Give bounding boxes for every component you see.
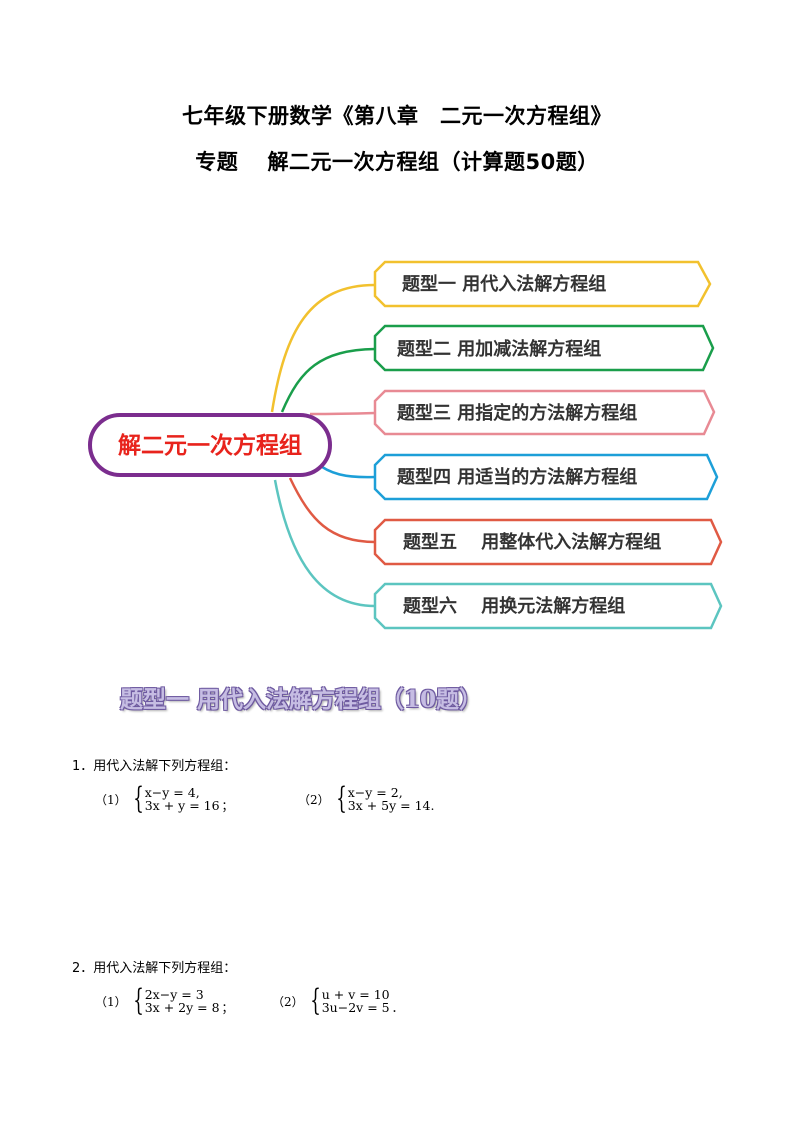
part-label: （2） xyxy=(298,792,330,807)
brace-icon: { xyxy=(335,781,347,816)
equation: 3x + 5y = 14. xyxy=(347,798,435,813)
branch-label-2: 题型二 用加减法解方程组 xyxy=(397,338,601,360)
question-prompt: 用代入法解下列方程组： xyxy=(93,759,237,774)
branch-label-3: 题型三 用指定的方法解方程组 xyxy=(397,402,637,424)
end-punct: ； xyxy=(221,799,234,813)
equation: x−y = 4, xyxy=(144,785,200,800)
mind-map: 题型一 用代入法解方程组 题型二 用加减法解方程组 题型三 用指定的方法解方程组… xyxy=(88,260,723,630)
question-number: 2． xyxy=(72,961,94,976)
branch-label-6: 题型六 用换元法解方程组 xyxy=(403,595,625,617)
equation: 3x + 2y = 8 xyxy=(144,1000,220,1015)
question-2: 2．用代入法解下列方程组： xyxy=(72,957,236,976)
equation: 2x−y = 3 xyxy=(144,987,204,1002)
connector-5 xyxy=(288,477,376,544)
document-title: 七年级下册数学《第八章 二元一次方程组》 xyxy=(182,104,612,128)
connector-3 xyxy=(309,411,376,416)
equation: u + v = 10 xyxy=(321,987,390,1002)
branch-label-1: 题型一 用代入法解方程组 xyxy=(402,273,606,295)
section-heading: 题型一 用代入法解方程组（10题） xyxy=(120,686,483,713)
part-label: （2） xyxy=(272,994,304,1009)
branch-box-6 xyxy=(373,582,723,630)
connector-2 xyxy=(280,347,376,413)
question-1-part-1: （1） { x−y = 4, 3x + y = 16 ； xyxy=(95,784,234,814)
equation-system: u + v = 10 3u−2v = 5 xyxy=(322,988,390,1014)
branch-box-1 xyxy=(373,260,712,308)
branch-box-3 xyxy=(373,389,716,436)
part-label: （1） xyxy=(95,792,127,807)
brace-icon: { xyxy=(132,983,144,1018)
equation-system: x−y = 4, 3x + y = 16 xyxy=(145,786,220,812)
question-2-part-2: （2） { u + v = 10 3u−2v = 5 ． xyxy=(272,986,404,1016)
question-number: 1． xyxy=(72,759,94,774)
end-punct: ． xyxy=(391,1001,404,1015)
question-prompt: 用代入法解下列方程组： xyxy=(93,961,237,976)
question-1-part-2: （2） { x−y = 2, 3x + 5y = 14. xyxy=(298,784,436,814)
connector-1 xyxy=(270,283,376,413)
equation: 3u−2v = 5 xyxy=(321,1000,390,1015)
branch-label-4: 题型四 用适当的方法解方程组 xyxy=(397,466,637,488)
equation-system: 2x−y = 3 3x + 2y = 8 xyxy=(145,988,220,1014)
branch-box-4 xyxy=(373,453,719,501)
equation: 3x + y = 16 xyxy=(144,798,220,813)
equation-system: x−y = 2, 3x + 5y = 14. xyxy=(348,786,435,812)
question-2-part-1: （1） { 2x−y = 3 3x + 2y = 8 ； xyxy=(95,986,234,1016)
end-punct: ； xyxy=(221,1001,234,1015)
branch-box-2 xyxy=(373,324,715,372)
center-node xyxy=(88,413,332,477)
part-label: （1） xyxy=(95,994,127,1009)
connector-6 xyxy=(273,479,376,608)
equation: x−y = 2, xyxy=(347,785,403,800)
center-label: 解二元一次方程组 xyxy=(118,432,302,459)
branch-box-5 xyxy=(373,518,723,566)
document-subtitle: 专题 解二元一次方程组（计算题50题） xyxy=(195,150,599,174)
brace-icon: { xyxy=(132,781,144,816)
branch-label-5: 题型五 用整体代入法解方程组 xyxy=(403,531,661,553)
brace-icon: { xyxy=(309,983,321,1018)
question-1: 1．用代入法解下列方程组： xyxy=(72,755,236,774)
